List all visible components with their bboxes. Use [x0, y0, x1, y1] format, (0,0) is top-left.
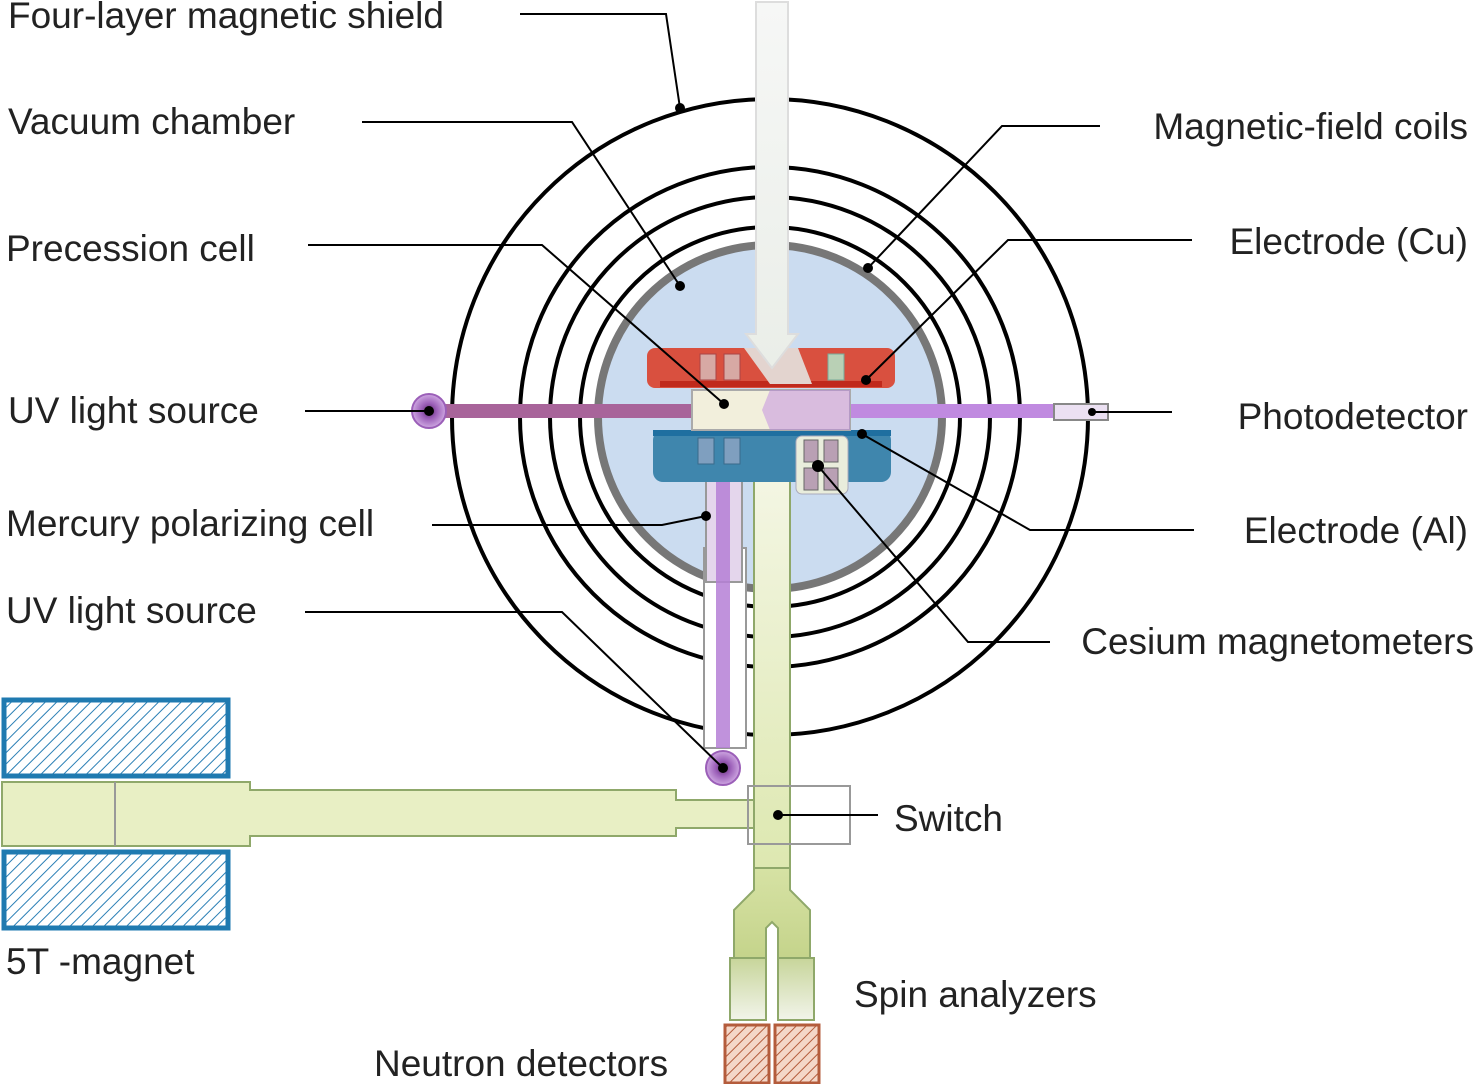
label-mercury: Mercury polarizing cell — [6, 503, 374, 544]
uv-beam-left — [430, 404, 692, 418]
leader-dots — [424, 103, 1096, 820]
label-coils: Magnetic-field coils — [1153, 106, 1468, 147]
neutron-guide — [1, 471, 791, 873]
leader-lines — [305, 13, 1194, 816]
electrode-al-edge — [653, 430, 891, 436]
coil-marks-top — [699, 353, 845, 381]
neutron-inlet-arrow — [743, 1, 801, 370]
guide-fork — [733, 867, 811, 963]
electrode-cu-notch — [744, 348, 812, 384]
leader-al — [861, 433, 1194, 531]
cesium-sensor-3 — [803, 467, 819, 491]
label-cesium: Cesium magnetometers — [1081, 621, 1474, 662]
leader-shield — [520, 13, 681, 109]
cesium-sensor-1 — [803, 439, 819, 463]
neutron-guide-vertical — [753, 471, 791, 873]
spin-analyzer-right — [777, 957, 815, 1021]
label-uv-bottom: UV light source — [6, 590, 257, 631]
label-vacuum: Vacuum chamber — [8, 101, 295, 142]
neutron-detector-left — [723, 1023, 771, 1084]
leader-coils — [867, 125, 1100, 269]
leader-mercury — [432, 515, 707, 526]
electrode-al — [653, 430, 891, 482]
coil-marks-bottom — [697, 437, 741, 465]
label-photodetector: Photodetector — [1238, 396, 1468, 437]
mercury-uv-beam — [716, 480, 730, 748]
magnet-upper — [1, 697, 231, 779]
cesium-sensor-2 — [823, 439, 839, 463]
leader-cu — [865, 239, 1192, 381]
label-magnet: 5T -magnet — [6, 941, 195, 982]
labels: Four-layer magnetic shield Vacuum chambe… — [6, 0, 1474, 1084]
mercury-polarizing-cell — [703, 479, 747, 749]
label-shield: Four-layer magnetic shield — [8, 0, 444, 36]
label-uv-top: UV light source — [8, 390, 259, 431]
spin-analyzer-left — [729, 957, 767, 1021]
neutron-detector-right — [773, 1023, 821, 1084]
leader-uv-bottom — [305, 611, 724, 769]
label-electrode-al: Electrode (Al) — [1244, 510, 1468, 551]
leader-cesium — [817, 465, 1050, 643]
label-precession: Precession cell — [6, 228, 255, 269]
leader-precession — [308, 244, 725, 405]
label-spin: Spin analyzers — [854, 974, 1097, 1015]
label-switch: Switch — [894, 798, 1003, 839]
leader-vacuum — [362, 121, 681, 287]
label-electrode-cu: Electrode (Cu) — [1229, 221, 1468, 262]
precession-cell-window — [762, 390, 850, 430]
magnet-lower — [1, 849, 231, 931]
label-detectors: Neutron detectors — [374, 1043, 668, 1084]
